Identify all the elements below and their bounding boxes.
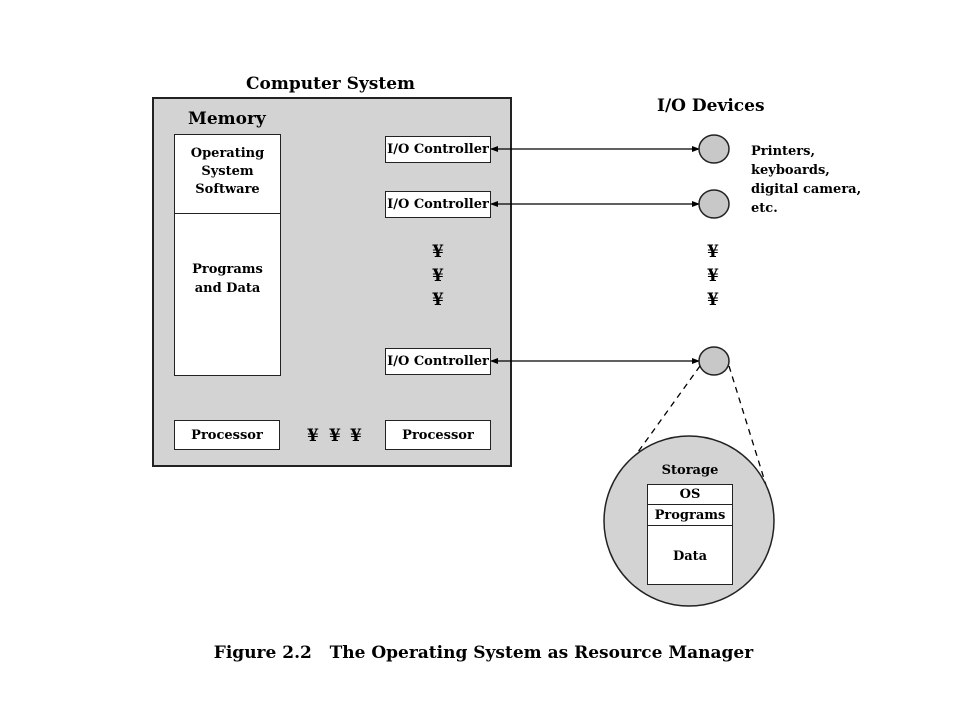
ellipsis-mark: ¥ <box>707 242 719 262</box>
memory-box <box>174 134 281 376</box>
storage-box <box>647 484 733 585</box>
io-controller-1: I/O Controller <box>385 136 491 163</box>
os-software-label: Operating System Software <box>190 145 265 197</box>
storage-os: OS <box>647 484 733 505</box>
figure-caption: Figure 2.2 The Operating System as Resou… <box>213 643 754 663</box>
zoom-line-right <box>728 365 767 486</box>
storage-data: Data <box>672 549 708 564</box>
io-device-circle-1 <box>698 134 730 164</box>
io-device-circle-2 <box>698 189 730 219</box>
programs-and-data-label: Programs and Data <box>192 262 263 296</box>
processor-1: Processor <box>174 420 280 450</box>
io-device-circle-3 <box>698 346 730 376</box>
ellipsis-mark: ¥ <box>707 266 719 286</box>
io-controller-2: I/O Controller <box>385 191 491 218</box>
ellipsis-mark: ¥ <box>432 242 444 262</box>
memory-title: Memory <box>188 109 266 129</box>
ellipsis-mark: ¥ <box>432 290 444 310</box>
ellipsis-mark: ¥ <box>329 426 341 446</box>
storage-programs: Programs <box>647 505 733 526</box>
io-devices-examples: Printers, keyboards, digital camera, etc… <box>751 144 862 216</box>
io-controller-3: I/O Controller <box>385 348 491 375</box>
os-software-region: Operating System Software <box>174 134 281 214</box>
ellipsis-mark: ¥ <box>707 290 719 310</box>
computer-system-title: Computer System <box>246 74 416 94</box>
ellipsis-mark: ¥ <box>350 426 362 446</box>
storage-title: Storage <box>661 463 719 478</box>
ellipsis-mark: ¥ <box>432 266 444 286</box>
processor-2: Processor <box>385 420 491 450</box>
ellipsis-mark: ¥ <box>307 426 319 446</box>
io-devices-title: I/O Devices <box>657 96 765 116</box>
